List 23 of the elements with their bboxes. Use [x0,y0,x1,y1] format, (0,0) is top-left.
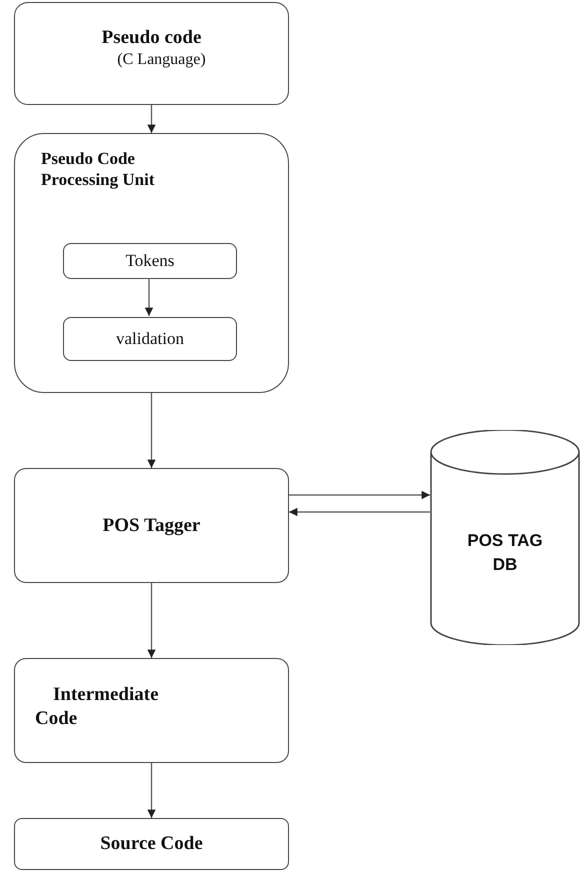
node-title: POS Tagger [102,514,200,538]
node-title: Source Code [100,832,203,856]
arrow [289,490,430,500]
process-box [14,658,289,763]
step-label: validation [116,329,184,349]
arrow [144,278,154,316]
arrow [147,583,156,658]
process-box [14,818,289,870]
arrow [147,763,156,818]
arrow [147,105,156,133]
arrow [289,508,430,516]
step-box [63,243,237,279]
node-title: Intermediate Code [35,683,160,730]
group-box [14,133,289,393]
arrow [147,393,156,468]
node-title: Pseudo code [102,26,202,50]
step-box [63,317,237,361]
node-subtitle: (C Language) [116,50,206,70]
group-title: Pseudo Code Processing Unit [41,148,156,190]
step-label: Tokens [126,251,174,271]
process-box [14,468,289,583]
database-label: POS TAG DB [466,530,544,576]
process-box [14,2,289,105]
